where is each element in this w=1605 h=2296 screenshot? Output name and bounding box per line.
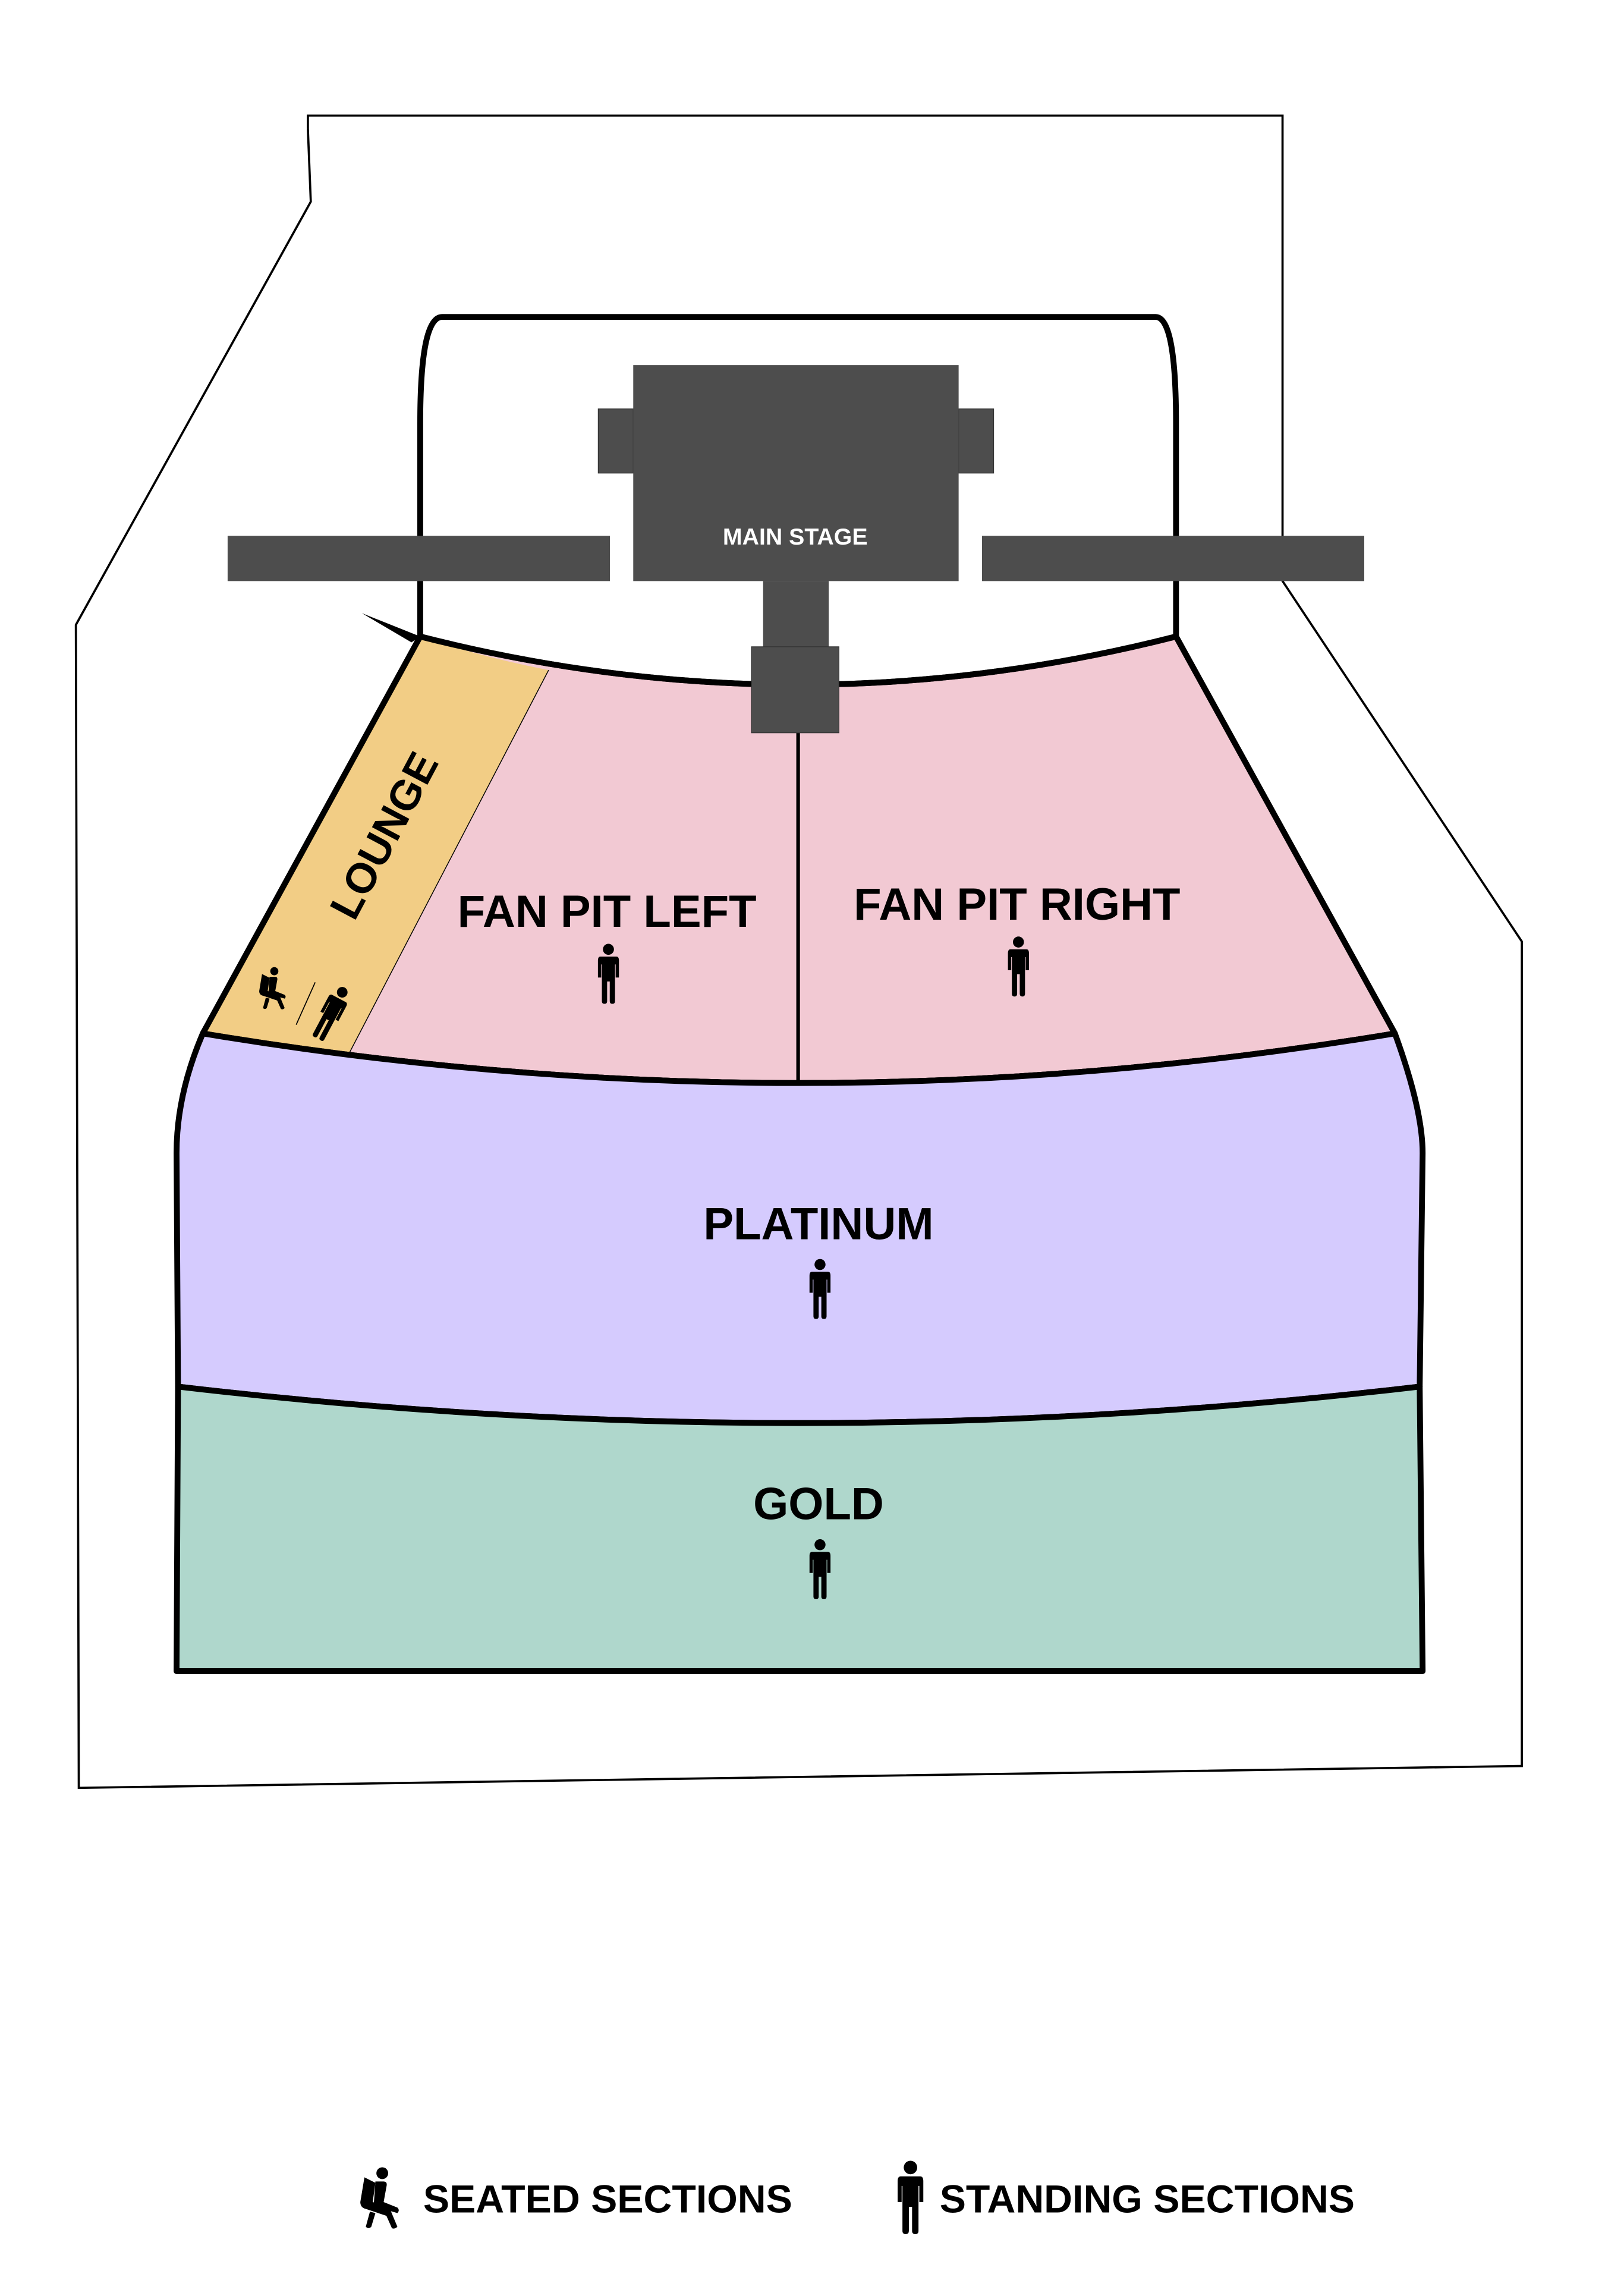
gold-label: GOLD bbox=[753, 1479, 884, 1530]
lounge-icon-separator bbox=[295, 982, 316, 1025]
seated-person-icon bbox=[360, 2167, 399, 2229]
fan-pit-right-label: FAN PIT RIGHT bbox=[854, 879, 1180, 930]
stage-enclosure bbox=[417, 314, 1179, 637]
legend: SEATED SECTIONS STANDING SECTIONS bbox=[360, 2160, 1355, 2234]
main-stage-label: MAIN STAGE bbox=[723, 524, 868, 550]
lounge-divider bbox=[345, 669, 549, 1060]
section-gold[interactable] bbox=[174, 1383, 1426, 1674]
stage-edge-accent bbox=[361, 613, 420, 643]
side-stage-right bbox=[981, 536, 1364, 581]
main-stage bbox=[633, 365, 959, 581]
runway-end bbox=[751, 646, 839, 734]
section-lounge[interactable] bbox=[203, 636, 549, 1060]
fan-pit-left-label: FAN PIT LEFT bbox=[458, 886, 757, 937]
runway bbox=[763, 581, 829, 649]
stage-fin-left bbox=[597, 408, 634, 474]
stage-fin-right bbox=[958, 408, 995, 474]
platinum-label: PLATINUM bbox=[703, 1199, 933, 1249]
side-stage-left bbox=[227, 536, 610, 581]
legend-seated-label: SEATED SECTIONS bbox=[423, 2178, 792, 2222]
legend-standing-label: STANDING SECTIONS bbox=[940, 2178, 1355, 2222]
venue-boundary bbox=[74, 114, 1523, 1789]
standing-person-icon bbox=[898, 2160, 924, 2234]
